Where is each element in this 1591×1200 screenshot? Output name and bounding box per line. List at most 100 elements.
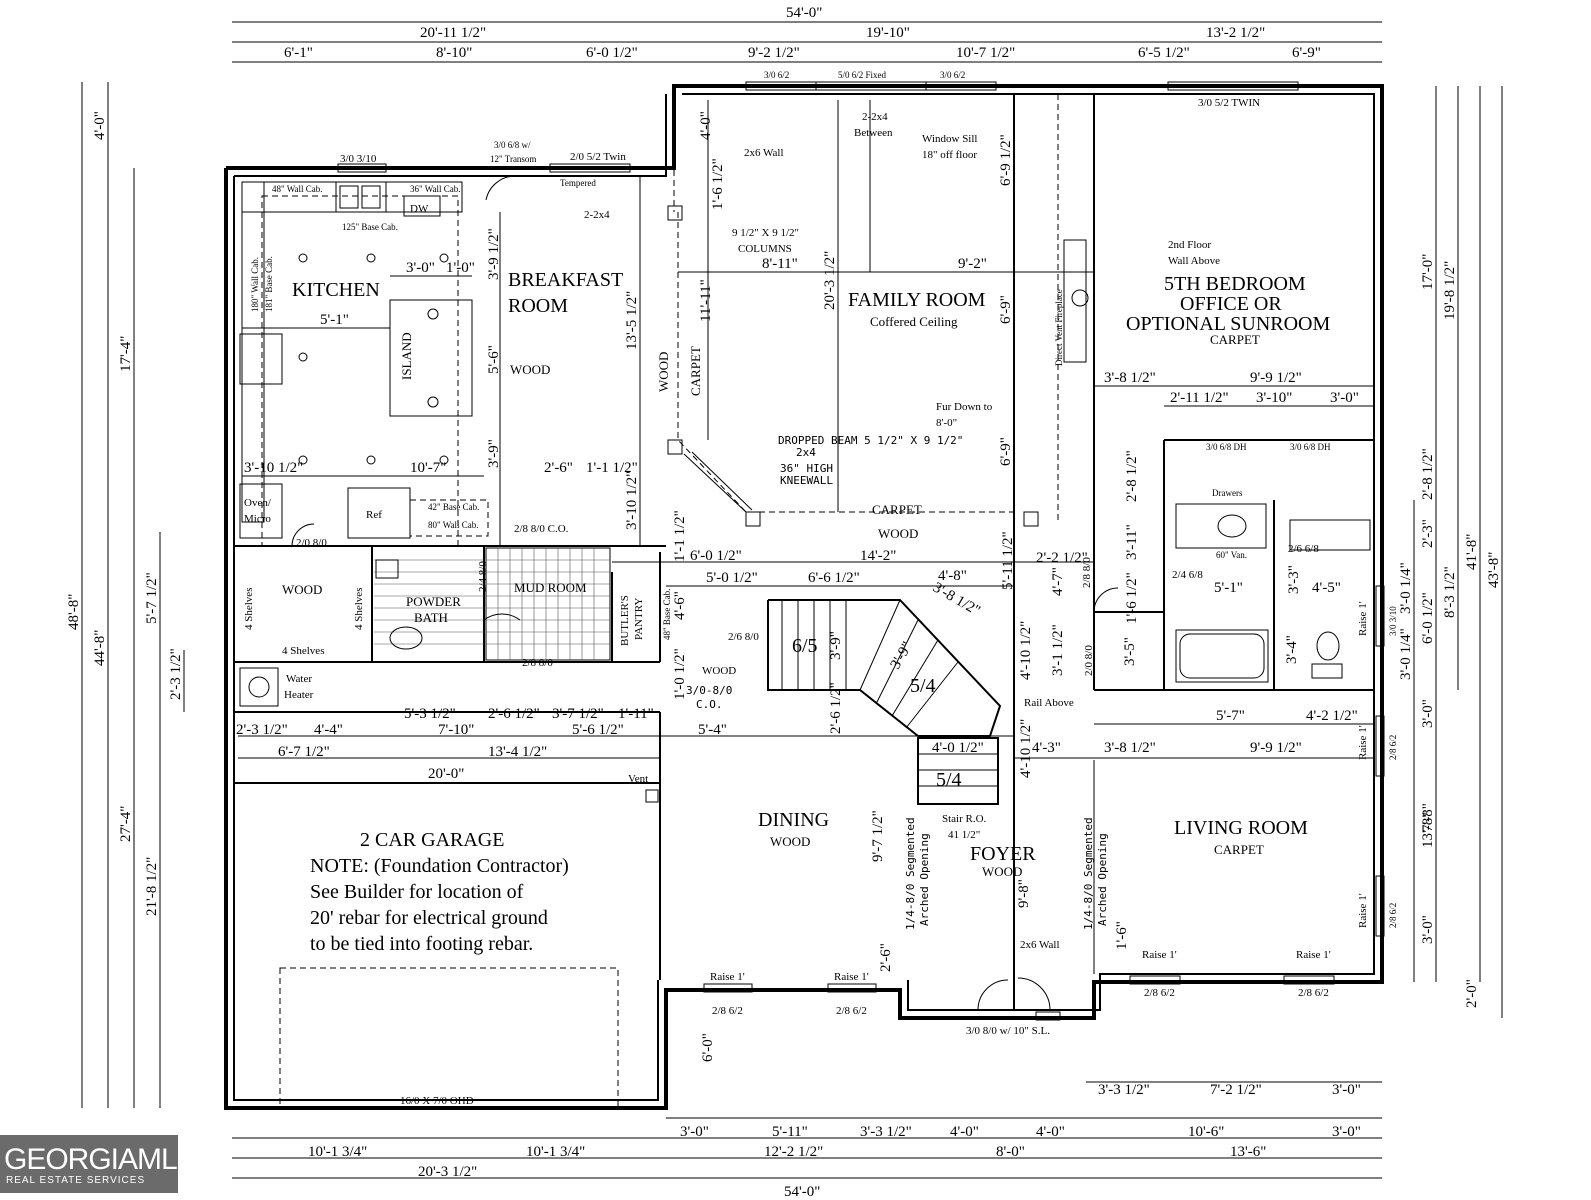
window-family-3: 3/0 6/2 — [940, 70, 965, 80]
arch-note-3: 1/4-8/0 Segmented — [1082, 817, 1095, 930]
dim-k4: 3'-9 1/2" — [486, 228, 502, 280]
arch-note-2: Arched Opening — [918, 833, 931, 926]
dim-right-7: 2'-0" — [1464, 979, 1480, 1008]
window-d1: 2/8 6/2 — [712, 1005, 743, 1017]
oven-label-1: Oven/ — [244, 497, 272, 509]
shelves-note-1: 4 Shelves — [243, 588, 255, 630]
window-kitchen: 3/0 3/10 — [340, 153, 377, 165]
dim-right-15: 3'-0" — [1420, 915, 1436, 944]
sill-note-2: 18" off floor — [922, 149, 977, 161]
garage-label: 2 CAR GARAGE — [360, 829, 504, 851]
dim-d5: 1'-6" — [1114, 921, 1130, 950]
water-heater-label-2: Heater — [284, 689, 314, 701]
dim-right-12: 3'-0 1/4" — [1398, 628, 1414, 680]
dim-overall-top: 54'-0" — [786, 5, 822, 21]
dim-left-7: 21'-8 1/2" — [144, 857, 160, 916]
bath-door-label-2: 2/4 6/8 — [1172, 569, 1203, 581]
co-3080-label-1: 3/0-8/0 — [686, 684, 732, 697]
mud-door-label: 2/8 8/0 — [522, 657, 553, 669]
dim-d1: 9'-7 1/2" — [870, 810, 886, 862]
arch-note-4: Arched Opening — [1096, 833, 1109, 926]
garage-note-1: NOTE: (Foundation Contractor) — [310, 855, 569, 877]
carpet-horizontal: CARPET — [872, 502, 922, 517]
door-swings — [291, 175, 1119, 1011]
dim-d2: 2'-6" — [878, 943, 894, 972]
dim-bot-e3: 3'-0" — [1332, 1082, 1361, 1098]
kitchen-cabinets — [239, 181, 489, 547]
raise-note-r1: Raise 1' — [1357, 601, 1369, 636]
butler-label-1: BUTLER'S — [619, 595, 631, 646]
garage-note-2: See Builder for location of — [310, 881, 524, 903]
carpet-vertical: CARPET — [688, 346, 703, 396]
dim-left-1: 48'-8" — [66, 594, 82, 630]
door-transom-1: 3/0 6/8 w/ — [494, 140, 531, 150]
dim-m15: 2'-6 1/2" — [828, 682, 844, 734]
dim-left-5: 27'-4" — [118, 806, 134, 842]
dim-bot-e1: 3'-3 1/2" — [1098, 1082, 1150, 1098]
dim-b7: 3'-11" — [1124, 524, 1140, 560]
dim-bot-b4: 8'-0" — [996, 1144, 1025, 1160]
dim-right-9: 2'-3" — [1420, 519, 1436, 548]
dim-m19: 9'-9 1/2" — [1250, 740, 1302, 756]
dim-top-a: 20'-11 1/2" — [420, 25, 486, 41]
dimension-lines — [81, 21, 1503, 1179]
base-cab-125: 125" Base Cab. — [342, 222, 398, 232]
window-r2: 2/8 6/2 — [1388, 735, 1398, 760]
raise-note-l2: Raise 1' — [1296, 949, 1331, 961]
dim-g11: 13'-4 1/2" — [488, 744, 547, 760]
window-l1: 2/8 6/2 — [1144, 987, 1175, 999]
bedroom-label-1: 5TH BEDROOM — [1164, 273, 1306, 295]
dim-top-c: 13'-2 1/2" — [1206, 25, 1265, 41]
staircase — [767, 599, 1002, 805]
dim-f6: 20'-3 1/2" — [822, 251, 838, 310]
dim-b10: 1'-6 1/2" — [1124, 572, 1140, 624]
dim-m1: 6'-0 1/2" — [690, 548, 742, 564]
wood-horizontal: WOOD — [878, 526, 918, 541]
raise-note-r3: Raise 1' — [1357, 893, 1369, 928]
dim-m5: 4'-8" — [938, 568, 967, 584]
dim-g3: 3'-7 1/2" — [552, 706, 604, 722]
dim-g8: 5'-6 1/2" — [572, 722, 624, 738]
rail-above-note: Rail Above — [1024, 697, 1074, 709]
dim-left-4: 17'-4" — [118, 336, 134, 372]
logo-brand: GEORGIAMLS — [4, 1143, 197, 1176]
wall-2x6-note-2: 2x6 Wall — [1020, 939, 1060, 951]
dim-top-d3: 6'-0 1/2" — [586, 45, 638, 61]
dh-window-1: 3/0 6/8 DH — [1206, 442, 1247, 452]
drawers-note: Drawers — [1212, 488, 1243, 498]
dim-m7: 5'-11 1/2" — [1000, 531, 1016, 590]
dim-b1: 3'-8 1/2" — [1104, 370, 1156, 386]
dishwasher-label: DW — [410, 203, 429, 215]
base-cab-42: 42" Base Cab. — [428, 502, 479, 512]
dim-right-3: 19'-8 1/2" — [1442, 261, 1458, 320]
room-labels: KITCHEN BREAKFAST ROOM WOOD ISLAND FAMIL… — [282, 269, 1330, 955]
stair-label-65: 6/5 — [792, 635, 818, 657]
dim-f7: 6'-9 1/2" — [998, 134, 1014, 186]
mud-room-label: MUD ROOM — [514, 580, 587, 595]
georgia-mls-logo: GEORGIAMLS REAL ESTATE SERVICES — [0, 1135, 197, 1193]
garage-details — [239, 667, 659, 1109]
dim-k9: 2'-6" — [544, 460, 573, 476]
closet-door-label: 2/0 8/0 — [1083, 645, 1095, 676]
dim-m8: 4'-6" — [672, 591, 688, 620]
powder-label-2: BATH — [414, 610, 448, 625]
dim-right-11: 6'-0 1/2" — [1420, 592, 1436, 644]
tempered-note: Tempered — [560, 178, 596, 188]
dim-b11: 5'-1" — [1214, 580, 1243, 596]
wood-vertical: WOOD — [656, 352, 671, 392]
raise-note-d1: Raise 1' — [710, 971, 745, 983]
dim-k6: 3'-9" — [486, 439, 502, 468]
window-family-1: 3/0 6/2 — [764, 70, 789, 80]
dim-right-10: 3'-0 1/4" — [1398, 562, 1414, 614]
two-2x4-note: 2-2x4 — [584, 209, 610, 221]
ref-label: Ref — [366, 509, 382, 521]
dim-f5: 9'-2" — [958, 256, 987, 272]
dim-right-2: 41'-8" — [1464, 534, 1480, 570]
raise-note-l1: Raise 1' — [1142, 949, 1177, 961]
garage-note-3: 20' rebar for electrical ground — [310, 907, 548, 929]
dim-bot-e2: 7'-2 1/2" — [1210, 1082, 1262, 1098]
dim-f8: 6'-9" — [998, 295, 1014, 324]
dim-m20: 5'-7" — [1216, 708, 1245, 724]
dim-f9: 6'-9" — [998, 437, 1014, 466]
